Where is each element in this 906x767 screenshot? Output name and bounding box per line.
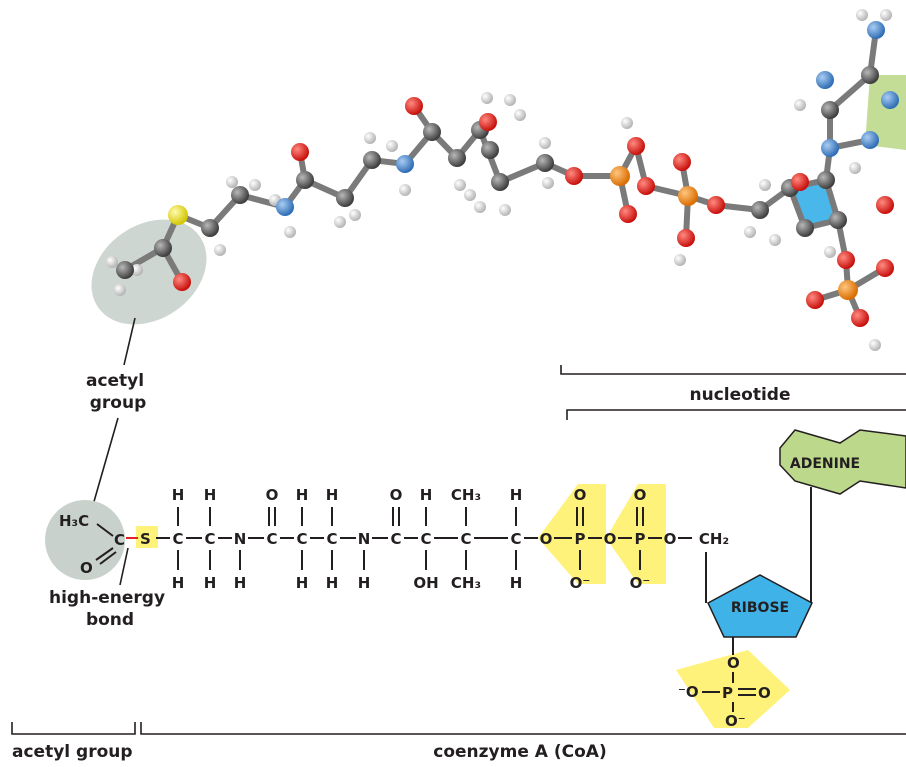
phosphate-3-o-minus: ⁻O xyxy=(678,683,699,701)
acetyl-label-line2: group xyxy=(90,393,147,413)
adenine-label: ADENINE xyxy=(790,456,860,472)
acetyl-label-line1: acetyl xyxy=(86,371,144,391)
chain-top-4: H xyxy=(296,486,309,504)
chain-atom-1: C xyxy=(204,530,215,548)
ball-and-stick-model xyxy=(91,9,906,351)
chain-top-7: O xyxy=(390,486,403,504)
model-atoms xyxy=(106,9,899,351)
sulfur-atom: S xyxy=(140,530,151,548)
ribose-3-oxygen: O xyxy=(727,654,740,672)
coenzyme-a-label: coenzyme A (CoA) xyxy=(433,742,606,762)
chain-bot-10: H xyxy=(510,574,523,592)
phosphate-3-p: P xyxy=(722,684,733,702)
chain-bot-1: H xyxy=(204,574,217,592)
chain-top-10: H xyxy=(510,486,523,504)
chain-bot-9: CH₃ xyxy=(451,574,481,592)
chain-top-14: O xyxy=(634,486,647,504)
chain-top-9: CH₃ xyxy=(451,486,481,504)
chain-top-5: H xyxy=(326,486,339,504)
chain-bot-8: OH xyxy=(413,574,438,592)
chain-atom-12: P xyxy=(575,530,586,548)
chain-atom-8: C xyxy=(420,530,431,548)
adenine-hexagon xyxy=(779,429,906,495)
acetyl-group-bracket xyxy=(11,722,136,735)
chain-top-3: O xyxy=(266,486,279,504)
chain-bot-5: H xyxy=(326,574,339,592)
phosphate-3-o-minus-bottom: O⁻ xyxy=(725,712,746,730)
sulfur-highlight xyxy=(136,526,158,548)
chain-bot-6: H xyxy=(358,574,371,592)
high-energy-bond-label: high-energy bond xyxy=(49,588,171,630)
chain-bot-2: H xyxy=(234,574,247,592)
chain-atom-14: P xyxy=(635,530,646,548)
phosphate-3-o-double: O xyxy=(758,684,771,702)
chain-atom-3: C xyxy=(266,530,277,548)
acetyl-methyl: H₃C xyxy=(59,512,89,530)
chain-top-0: H xyxy=(172,486,185,504)
acetyl-highlight-model xyxy=(91,219,207,325)
chain-atom-6: N xyxy=(358,530,371,548)
ribose-pentagon xyxy=(707,574,813,638)
chain-bot-14: O⁻ xyxy=(630,574,651,592)
hebond-line2: bond xyxy=(86,610,134,630)
acetyl-group-label-bottom: acetyl group xyxy=(12,742,133,762)
chain-atom-2: N xyxy=(234,530,247,548)
chain-top-1: H xyxy=(204,486,217,504)
chain-atom-7: C xyxy=(390,530,401,548)
chain-bot-12: O⁻ xyxy=(570,574,591,592)
chain-atom-9: C xyxy=(460,530,471,548)
acetyl-carbon: C xyxy=(114,531,125,549)
phosphate-3-group: O ⁻O P O O⁻ xyxy=(678,654,771,730)
phosphate-highlight-1 xyxy=(538,484,606,584)
phosphate-highlight-3 xyxy=(676,650,790,728)
structural-formula: RIBOSE ADENINE H₃C C O S CHHCHHNHCOCHHCH… xyxy=(45,429,906,728)
chain-atom-15: O xyxy=(664,530,677,548)
chain-atom-4: C xyxy=(296,530,307,548)
chain-top-12: O xyxy=(574,486,587,504)
chain-bot-0: H xyxy=(172,574,185,592)
chain-top-8: H xyxy=(420,486,433,504)
nucleotide-bracket-bottom xyxy=(566,409,906,420)
nucleotide-label: nucleotide xyxy=(690,385,791,405)
chain-atom-10: C xyxy=(510,530,521,548)
chain-bot-4: H xyxy=(296,574,309,592)
acetyl-group-label-top: acetyl group xyxy=(86,371,150,413)
phosphate-highlight-2 xyxy=(606,484,666,584)
nucleotide-bracket-top xyxy=(560,365,906,375)
chain-atom-13: O xyxy=(604,530,617,548)
chain-atom-5: C xyxy=(326,530,337,548)
chain-atom-0: C xyxy=(172,530,183,548)
carbonyl-oxygen: O xyxy=(80,559,93,577)
ribose-label: RIBOSE xyxy=(731,600,789,616)
chain-atom-16: CH₂ xyxy=(699,530,729,548)
chain-atom-11: O xyxy=(540,530,553,548)
hebond-line1: high-energy xyxy=(49,588,165,608)
coenzyme-a-bracket xyxy=(140,722,906,735)
